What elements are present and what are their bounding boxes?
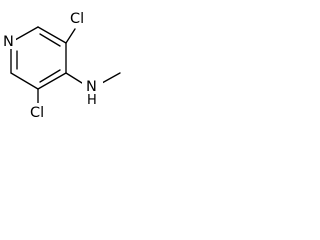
bond-c2-c3 [37, 26, 67, 44]
bond-n-methyl [101, 72, 121, 84]
double-bond-c4-c5 [39, 69, 61, 83]
amine-hydrogen-label: H [87, 93, 97, 108]
bond-c3-cl [65, 28, 76, 44]
bond-c4-n [65, 72, 83, 84]
chlorine-top-label: Cl [70, 11, 84, 27]
bond-n1-c2 [14, 26, 39, 41]
bond-c4-c5 [37, 72, 67, 90]
atom-labels: N Cl Cl N H [2, 10, 103, 121]
chemical-structure: N Cl Cl N H [2, 10, 121, 121]
chlorine-bottom-label: Cl [30, 105, 44, 121]
pyridine-nitrogen-label: N [3, 34, 14, 50]
double-bond-c2-c3 [39, 33, 61, 47]
pyridine-ring [10, 26, 67, 90]
bond-c5-c6 [10, 72, 39, 90]
amine-nitrogen-label: N [86, 79, 97, 95]
